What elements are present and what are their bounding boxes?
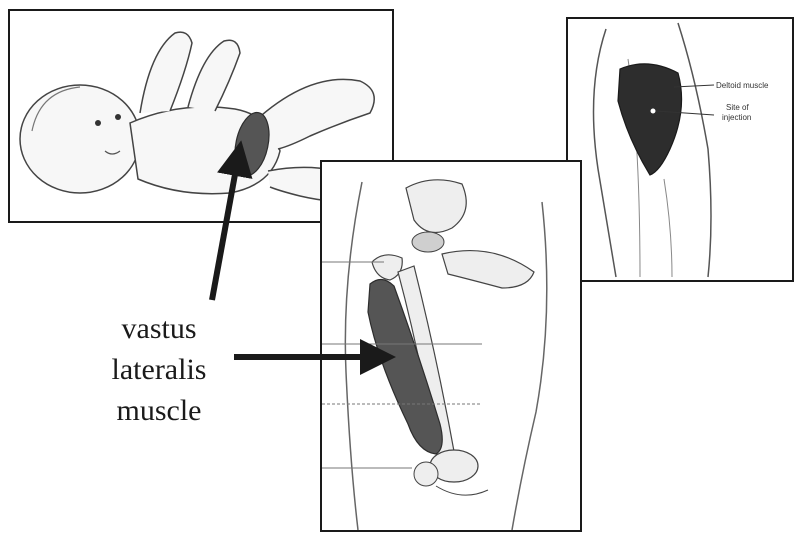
injection-site-label-line2: injection [722, 113, 751, 122]
injection-site-label: Site of [726, 103, 749, 112]
muscle-caption: vastus lateralis muscle [84, 308, 234, 431]
deltoid-muscle [618, 64, 682, 175]
deltoid-illustration-panel: Deltoid muscle Site of injection [566, 17, 794, 282]
caption-line: lateralis [84, 349, 234, 390]
thigh-anatomy-panel [320, 160, 582, 532]
deltoid-illustration: Deltoid muscle Site of injection [568, 19, 792, 280]
arm-outline [594, 29, 617, 277]
infant-eye [95, 120, 101, 126]
greater-trochanter [372, 255, 402, 280]
pelvis-bone [406, 180, 466, 233]
deltoid-muscle-label: Deltoid muscle [716, 81, 769, 90]
leg-outline [345, 182, 362, 530]
infant-arm [140, 32, 192, 113]
femoral-head [412, 232, 444, 252]
thigh-anatomy-illustration [322, 162, 580, 530]
injection-site-marker [651, 109, 656, 114]
infant-head [20, 85, 140, 193]
caption-line: vastus [84, 308, 234, 349]
infant-leg [255, 79, 374, 149]
caption-line: muscle [84, 390, 234, 431]
